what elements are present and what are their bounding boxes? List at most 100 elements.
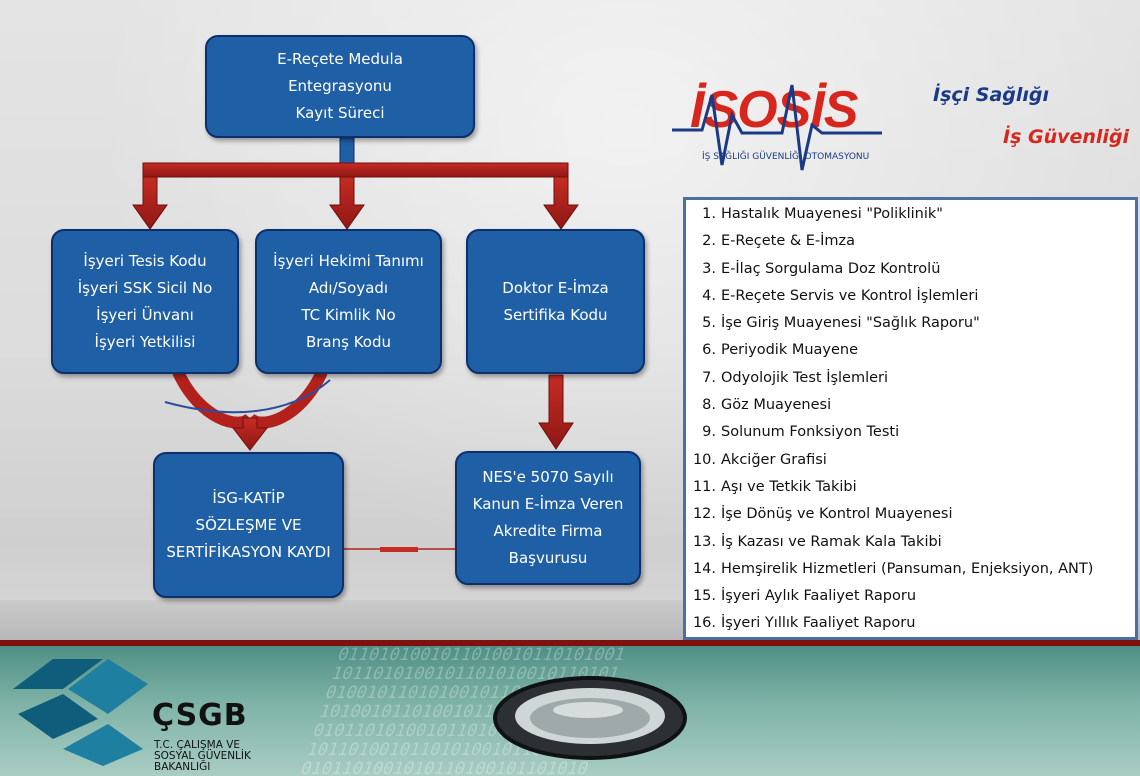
feature-number: 3. (702, 260, 716, 277)
box-line: Branş Kodu (305, 332, 392, 351)
feature-label: Periyodik Muayene (721, 342, 859, 359)
box-line: Entegrasyonu (288, 77, 392, 95)
features-list: 1. Hastalık Muayenesi "Poliklinik" 2. E-Reç… (686, 200, 1135, 643)
heartbeat-line (672, 84, 882, 171)
feature-label: Aşı ve Tetkik Takibi (721, 478, 857, 495)
feature-label: İşe Giriş Muayenesi "Sağlık Raporu" (721, 315, 980, 332)
box-line: Sertifika Kodu (503, 305, 608, 324)
box-line: TC Kimlik No (301, 305, 396, 324)
feature-label: İş Kazası ve Ramak Kala Takibi (721, 533, 942, 550)
stethoscope-image (493, 676, 687, 760)
box-line: Başvurusu (508, 549, 588, 567)
feature-item: 14. Hemşirelik Hizmetleri (Pansuman, Enje… (686, 561, 1135, 588)
feature-number: 5. (702, 315, 716, 332)
feature-label: Akciğer Grafisi (721, 451, 827, 468)
box-line: NES'e 5070 Sayılı (482, 468, 614, 486)
feature-label: Odyolojik Test İşlemleri (721, 369, 889, 386)
feature-number: 12. (692, 506, 716, 523)
feature-item: 8. Göz Muayenesi (686, 397, 1135, 424)
box-line: Kanun E-İmza Veren (472, 495, 624, 513)
box-isyeri-info: İşyeri Tesis Kodu İşyeri SSK Sicil No İş… (51, 229, 239, 374)
feature-number: 14. (692, 560, 716, 577)
arrow-to-katip (231, 417, 269, 451)
bottom-link-mark (380, 547, 418, 552)
feature-label: İşe Dönüş ve Kontrol Muayenesi (721, 506, 953, 523)
box-eRecete-integration: E-Reçete Medula Entegrasyonu Kayıt Sürec… (205, 35, 475, 138)
csgb-fullname: T.C. ÇALIŞMA VE SOSYAL GÜVENLİK BAKANLIĞ… (154, 740, 251, 773)
feature-number: 8. (702, 397, 716, 414)
csgb-fullname-line: SOSYAL GÜVENLİK (154, 750, 251, 762)
box-hekim-info: İşyeri Hekimi Tanımı Adı/Soyadı TC Kimli… (255, 229, 442, 374)
features-panel: 1. Hastalık Muayenesi "Poliklinik" 2. E-Reç… (683, 197, 1138, 640)
feature-label: Hastalık Muayenesi "Poliklinik" (721, 206, 943, 222)
csgb-name: ÇSGB (152, 698, 248, 733)
tagline-is-guvenligi: İş Güvenliği (1003, 126, 1130, 148)
feature-number: 11. (692, 478, 716, 495)
box-line: Adı/Soyadı (308, 278, 389, 297)
tagline-isci-sagligi: İşçi Sağlığı (933, 84, 1050, 106)
arrow-to-nes (538, 374, 574, 450)
distribution-bar (142, 162, 569, 178)
arrow-to-doktor (543, 176, 579, 230)
feature-label: E-Reçete & E-İmza (721, 233, 856, 250)
box-line: İşyeri Hekimi Tanımı (273, 251, 424, 270)
box-line: İşyeri SSK Sicil No (77, 278, 213, 297)
box-doktor-eimza: Doktor E-İmza Sertifika Kodu (466, 229, 645, 374)
feature-label: İşyeri Yıllık Faaliyet Raporu (721, 615, 916, 632)
footer-band: 0110101001011010010110101001 10110101001… (0, 640, 1140, 776)
feature-number: 16. (692, 615, 716, 632)
curve-hekim-to-katip (245, 369, 328, 429)
feature-number: 10. (692, 451, 716, 468)
feature-label: Solunum Fonksiyon Testi (721, 424, 900, 441)
csgb-fullname-line: T.C. ÇALIŞMA VE (154, 739, 241, 751)
box-line: Akredite Firma (493, 522, 603, 540)
feature-number: 15. (692, 588, 716, 605)
feature-item: 4.E-Reçete Servis ve Kontrol İşlemleri (686, 288, 1135, 315)
box-line: Doktor E-İmza (502, 278, 609, 297)
feature-label: E-İlaç Sorgulama Doz Kontrolü (721, 260, 941, 277)
arrow-to-hekim (329, 176, 365, 230)
feature-label: Hemşirelik Hizmetleri (Pansuman, Enjeksi… (721, 560, 1094, 577)
feature-item: 1. Hastalık Muayenesi "Poliklinik" (686, 206, 1135, 233)
box-line: İşyeri Tesis Kodu (83, 251, 207, 270)
box-nes-basvuru: NES'e 5070 Sayılı Kanun E-İmza Veren Akr… (455, 451, 641, 585)
feature-number: 13. (692, 533, 716, 550)
box-line: İSG-KATİP (212, 488, 285, 507)
flow-connectors (132, 137, 579, 552)
box-line: E-Reçete Medula (277, 50, 403, 68)
feature-item: 10. Akciğer Grafisi (686, 452, 1135, 479)
feature-label: Göz Muayenesi (721, 397, 832, 414)
csgb-emblem (13, 659, 148, 766)
feature-item: 6. Periyodik Muayene (686, 342, 1135, 369)
feature-item: 7. Odyolojik Test İşlemleri (686, 370, 1135, 397)
binary-pattern: 0110101001011010010110101001 10110101001… (298, 646, 629, 776)
logo-caption: İŞ SAĞLIĞI GÜVENLİĞİ OTOMASYONU (702, 150, 869, 162)
curve-isyeri-to-katip (172, 369, 255, 429)
feature-number: 7. (702, 369, 716, 386)
blue-swoosh (164, 379, 331, 414)
feature-number: 4. (702, 287, 716, 304)
box-line: SERTİFİKASYON KAYDI (166, 542, 331, 561)
box-line: SÖZLEŞME VE (195, 515, 302, 534)
feature-item: 2. E-Reçete & E-İmza (686, 233, 1135, 260)
box-line: Kayıt Süreci (295, 104, 385, 122)
feature-number: 2. (702, 233, 716, 250)
feature-number: 9. (702, 424, 716, 441)
box-isg-katip: İSG-KATİP SÖZLEŞME VE SERTİFİKASYON KAYD… (153, 452, 344, 598)
feature-item: 15. İşyeri Aylık Faaliyet Raporu (686, 588, 1135, 615)
top-stem (339, 137, 355, 164)
feature-item: 13. İş Kazası ve Ramak Kala Takibi (686, 534, 1135, 561)
feature-label: İşyeri Aylık Faaliyet Raporu (721, 588, 917, 605)
csgb-fullname-line: BAKANLIĞI (154, 761, 211, 773)
feature-number: 6. (702, 342, 716, 359)
feature-item: 9. Solunum Fonksiyon Testi (686, 424, 1135, 451)
arrow-to-isyeri (132, 176, 168, 230)
feature-item: 5. İşe Giriş Muayenesi "Sağlık Raporu" (686, 315, 1135, 342)
feature-number: 1. (702, 206, 716, 222)
feature-item: 3. E-İlaç Sorgulama Doz Kontrolü (686, 261, 1135, 288)
feature-item: 11. Aşı ve Tetkik Takibi (686, 479, 1135, 506)
isosis-logo: İSOSİS İŞ SAĞLIĞI GÜVENLİĞİ OTOMASYONU (672, 81, 882, 171)
box-line: İşyeri Ünvanı (96, 305, 194, 324)
feature-item: 16. İşyeri Yıllık Faaliyet Raporu (686, 615, 1135, 642)
